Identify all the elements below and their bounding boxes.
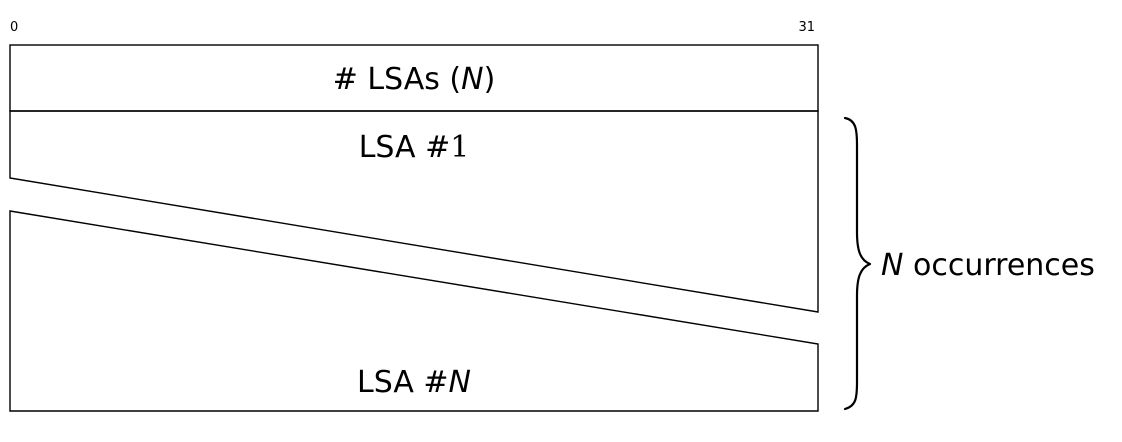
- lsa-last-index: N: [449, 365, 471, 400]
- repetition-variable: N: [881, 248, 903, 283]
- lsa-last-field: LSA #N: [9, 210, 819, 412]
- lsa-last-label: LSA #N: [357, 365, 471, 400]
- lsa-last-hash: #: [423, 365, 448, 400]
- bit-start-label: 0: [10, 20, 18, 35]
- repetition-text: occurrences: [903, 248, 1094, 283]
- lsa-first-hash: #: [425, 130, 450, 165]
- lsa-count-close: ): [484, 62, 496, 97]
- lsa-first-field: LSA #1: [9, 110, 819, 313]
- bit-end-label: 31: [798, 20, 815, 35]
- lsa-last-box: [9, 210, 819, 412]
- lsa-first-label: LSA #1: [359, 130, 470, 165]
- lsa-count-hash: #: [333, 62, 358, 97]
- lsa-first-box: [9, 110, 819, 313]
- lsa-count-text: LSAs (: [358, 62, 461, 97]
- lsa-count-variable: N: [461, 62, 483, 97]
- lsa-count-field: # LSAs (N): [9, 44, 819, 112]
- lsa-first-index: 1: [450, 130, 469, 165]
- repetition-label: N occurrences: [881, 248, 1095, 283]
- lsa-first-text: LSA: [359, 130, 425, 165]
- lsa-last-text: LSA: [357, 365, 423, 400]
- repetition-brace: [843, 116, 872, 411]
- lsa-count-label: # LSAs (N): [333, 62, 496, 97]
